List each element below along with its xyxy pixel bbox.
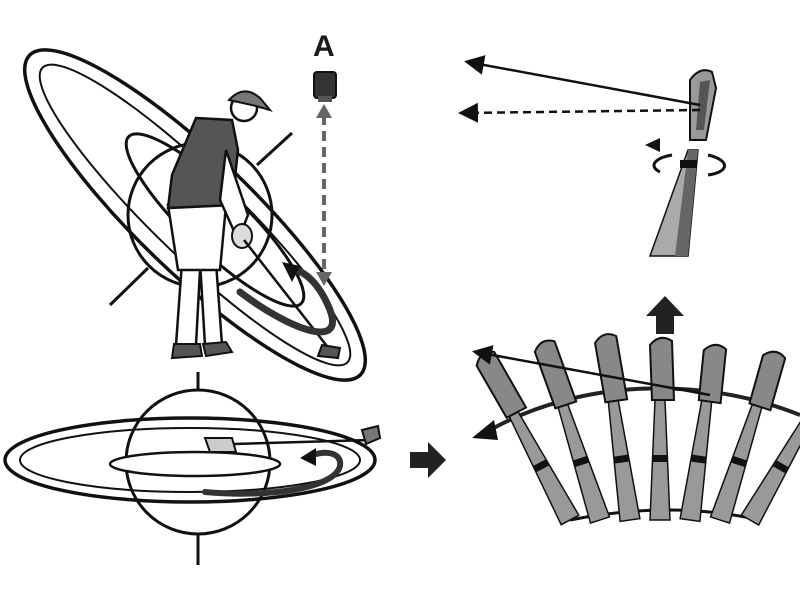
flat-club-shaft (233, 438, 371, 446)
golfer-cap (227, 90, 273, 112)
single-club-shaft-shade (675, 150, 698, 256)
fan-club-4-head (648, 336, 676, 401)
flat-outer-ring-inner (19, 427, 361, 493)
flat-club-head (360, 424, 382, 446)
club-face-sightline-dashed (458, 102, 701, 123)
single-club-rotation-arrowhead (645, 138, 660, 152)
fan-club-2 (533, 339, 611, 525)
tilted-plane-panel: A (22, 30, 368, 382)
single-club-panel (458, 55, 726, 257)
fan-club-5 (679, 343, 728, 523)
fan-club-2-head (533, 339, 578, 410)
fan-club-2-band (573, 456, 589, 468)
fan-club-7 (740, 412, 800, 527)
camera-body (313, 71, 337, 99)
fan-club-7-band (772, 460, 789, 474)
golfer-shoe-front (201, 340, 234, 358)
flat-swing-arc-arrow (202, 449, 344, 497)
fan-sightline (472, 345, 711, 397)
label-a: A (313, 30, 335, 63)
golfer-shoe-back (170, 343, 204, 360)
fan-club-3 (593, 333, 641, 523)
flat-hand (203, 437, 238, 453)
fan-clubs-group (475, 333, 800, 527)
panel-transition-arrow-up (646, 296, 684, 334)
panel-transition-arrow-right (410, 442, 446, 478)
tilted-swing-arc-arrow (236, 266, 336, 336)
club-fan-panel (472, 333, 800, 527)
fan-club-6-band (731, 456, 747, 468)
fan-club-7-shaft (740, 412, 800, 527)
single-club-rotation-arrow (652, 153, 726, 177)
sphere-axis-upper (255, 131, 294, 167)
fan-rotation-arrowhead (472, 420, 498, 440)
vertical-arrowhead-up (316, 104, 332, 118)
flat-plane-panel (3, 372, 382, 565)
fan-club-1-band (533, 459, 549, 473)
golfer-hips (166, 203, 228, 272)
fan-club-5-band (691, 454, 706, 464)
club-face-sightline-solid (464, 55, 701, 107)
fan-club-3-head (593, 333, 629, 404)
fan-club-4 (648, 336, 676, 521)
single-club-face (696, 80, 710, 130)
vertical-arrowhead-down (316, 272, 332, 286)
single-club-band (680, 160, 697, 168)
fan-club-5-head (697, 343, 728, 405)
golfer-club-head (316, 343, 342, 360)
fan-club-6 (709, 350, 787, 525)
sphere-axis-lower (108, 266, 150, 307)
flat-outer-ring (3, 416, 377, 504)
flat-inner-ring (108, 450, 282, 478)
fan-club-6-head (748, 350, 787, 412)
flat-swing-arrowhead (300, 448, 316, 466)
tilted-swing-arc-arrowhead (282, 262, 300, 282)
golfer-figure (166, 90, 342, 360)
camera-lens (318, 96, 332, 102)
fan-club-3-band (614, 454, 629, 464)
fan-club-4-band (653, 455, 667, 462)
